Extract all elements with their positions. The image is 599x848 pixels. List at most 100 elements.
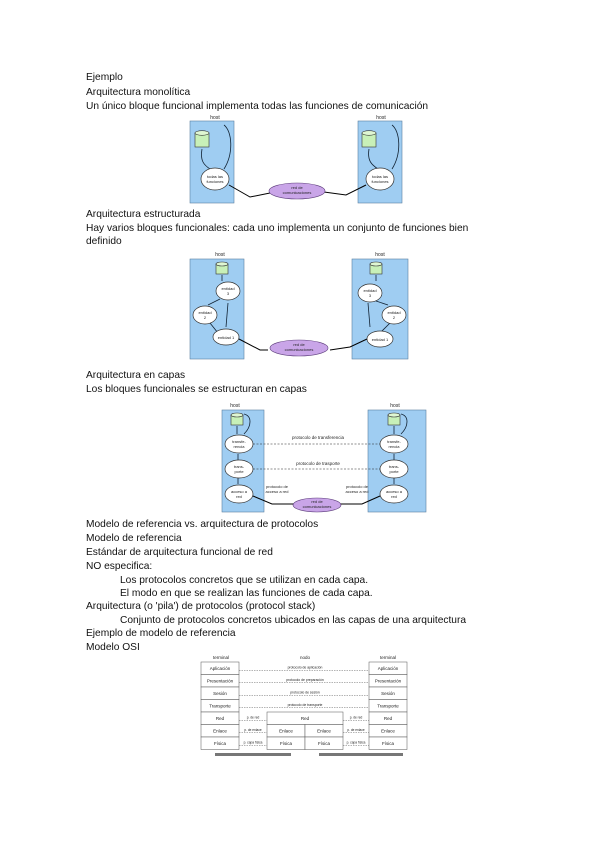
storage-icon-right xyxy=(387,412,401,426)
node-funcs-right xyxy=(365,167,395,191)
text-monolitica: Un único bloque funcional implementa tod… xyxy=(86,101,429,112)
link-right xyxy=(329,338,368,351)
label-p-acc-left-2: acceso a red xyxy=(266,489,289,494)
link-right xyxy=(340,495,381,505)
osi-right-label-0: Aplicación xyxy=(378,666,399,671)
osi-right-label-2: Sesión xyxy=(381,691,395,696)
label-p-transp: protocolo de trasporte xyxy=(296,461,340,466)
osi-node-enl-2-label: Enlace xyxy=(317,728,331,733)
label-e2-right-2: 2 xyxy=(393,315,396,320)
osi-left-6 xyxy=(200,736,240,750)
label-funcs-right-1: todas las xyxy=(372,174,388,179)
osi-node-fis-2-label: Física xyxy=(318,741,330,746)
osi-cells: Aplicación Aplicación protocolo de aplicac… xyxy=(200,661,408,750)
osi-left-label-4: Red xyxy=(216,716,225,721)
heading-ejemplo-modelo: Ejemplo de modelo de referencia xyxy=(86,628,236,639)
osi-left-label-0: Aplicación xyxy=(210,666,231,671)
label-host-left: host xyxy=(215,252,225,258)
arrows-right xyxy=(393,413,408,484)
label-terminal-left: terminal xyxy=(213,655,229,660)
text-no-1: Los protocolos concretos que se utilizan… xyxy=(120,575,369,586)
label-e2-left-1: entidad xyxy=(198,310,211,315)
arrows-right xyxy=(367,275,391,334)
osi-left-label-2: Sesión xyxy=(213,691,227,696)
label-e3-right-2: 3 xyxy=(369,293,372,298)
node-entidad2-right xyxy=(381,305,407,325)
label-host-left: host xyxy=(230,403,240,409)
heading-osi: Modelo OSI xyxy=(86,642,140,653)
osi-right-label-4: Red xyxy=(384,716,393,721)
osi-node-red-label: Red xyxy=(301,716,310,721)
label-p-acc-left-1: protocolo de xyxy=(266,484,289,489)
heading-estructurada: Arquitectura estructurada xyxy=(86,209,201,220)
node-funcs-left xyxy=(200,167,230,191)
label-terminal-right: terminal xyxy=(380,655,396,660)
label-acceso-right-2: red xyxy=(391,494,397,499)
heading-modelo-vs: Modelo de referencia vs. arquitectura de… xyxy=(86,519,319,530)
osi-low-left-1: p. de enlace xyxy=(244,728,262,732)
network-cloud xyxy=(292,497,342,513)
storage-icon-left xyxy=(194,130,210,148)
label-e2-right-1: entidad xyxy=(387,310,400,315)
link-left xyxy=(238,338,268,351)
osi-low-left-0: p. de red xyxy=(247,715,260,719)
osi-left-label-5: Enlace xyxy=(213,728,227,733)
osi-left-label-1: Presentación xyxy=(207,678,234,683)
label-nodo: nodo xyxy=(300,655,311,660)
label-e2-left-2: 2 xyxy=(204,315,207,320)
text-estructurada-1: Hay varios bloques funcionales: cada uno… xyxy=(86,223,469,234)
osi-low-left-2: p. capa física xyxy=(244,740,263,744)
label-transp-right-1: trans- xyxy=(389,464,400,469)
storage-icon-right xyxy=(361,130,377,148)
label-transf-left-1: transfe- xyxy=(232,439,246,444)
label-e1-right: entidad 1 xyxy=(372,337,389,342)
figure-monolithic: host todas las funciones host todas las … xyxy=(189,115,403,204)
heading-modelo-ref: Modelo de referencia xyxy=(86,533,182,544)
text-no-2: El modo en que se realizan las funciones… xyxy=(120,588,373,599)
label-net-1: red de xyxy=(291,185,303,190)
heading-monolitica: Arquitectura monolítica xyxy=(86,87,191,98)
label-host-right: host xyxy=(376,115,386,121)
osi-low-right-2: p. capa física xyxy=(347,740,366,744)
heading-ejemplo: Ejemplo xyxy=(86,72,123,83)
text-estructurada-2: definido xyxy=(86,236,122,247)
label-host-left: host xyxy=(210,115,220,121)
text-pila: Conjunto de protocolos concretos ubicado… xyxy=(120,615,467,626)
osi-node-enl-1-label: Enlace xyxy=(279,728,293,733)
label-funcs-right-2: funciones xyxy=(371,179,388,184)
osi-node-fis-1-label: Física xyxy=(280,741,292,746)
link-left xyxy=(228,184,271,198)
label-transf-right-2: rencia xyxy=(389,444,401,449)
label-transp-right-2: porte xyxy=(389,469,399,474)
label-p-transf: protocolo de transferencia xyxy=(292,435,345,440)
text-no-especifica: NO especifica: xyxy=(86,561,153,572)
osi-right-label-6: Física xyxy=(382,741,394,746)
osi-proto-label-0: protocolo de aplicación xyxy=(288,665,323,669)
heading-capas: Arquitectura en capas xyxy=(86,370,186,381)
node-entidad2-left xyxy=(192,305,218,325)
label-transf-right-1: transfe- xyxy=(387,439,401,444)
label-net-1: red de xyxy=(293,342,305,347)
label-net-1: red de xyxy=(311,499,323,504)
node-entidad3-right xyxy=(357,283,383,303)
label-transp-left-1: trans- xyxy=(234,464,245,469)
label-funcs-left-1: todas las xyxy=(207,174,223,179)
base-bar-right xyxy=(319,753,403,756)
base-bar-left xyxy=(215,753,291,756)
osi-right-label-5: Enlace xyxy=(381,728,395,733)
label-p-acc-right-1: protocolo de xyxy=(346,484,369,489)
label-acceso-left-2: red xyxy=(236,494,242,499)
storage-icon-left xyxy=(215,261,229,275)
osi-low-right-1: p. de enlace xyxy=(347,728,365,732)
label-acceso-right-1: acceso a xyxy=(386,489,403,494)
heading-pila: Arquitectura (o 'pila') de protocolos (p… xyxy=(86,601,316,612)
text-estandar: Estándar de arquitectura funcional de re… xyxy=(86,547,273,558)
osi-right-label-3: Transporte xyxy=(377,703,399,708)
label-transf-left-2: rencia xyxy=(234,444,246,449)
storage-icon-right xyxy=(369,261,383,275)
osi-left-label-6: Física xyxy=(214,741,226,746)
label-net-2: comunicaciones xyxy=(283,190,312,195)
osi-proto-label-3: protocolo de transporte xyxy=(288,703,323,707)
arrow-left xyxy=(201,124,232,170)
